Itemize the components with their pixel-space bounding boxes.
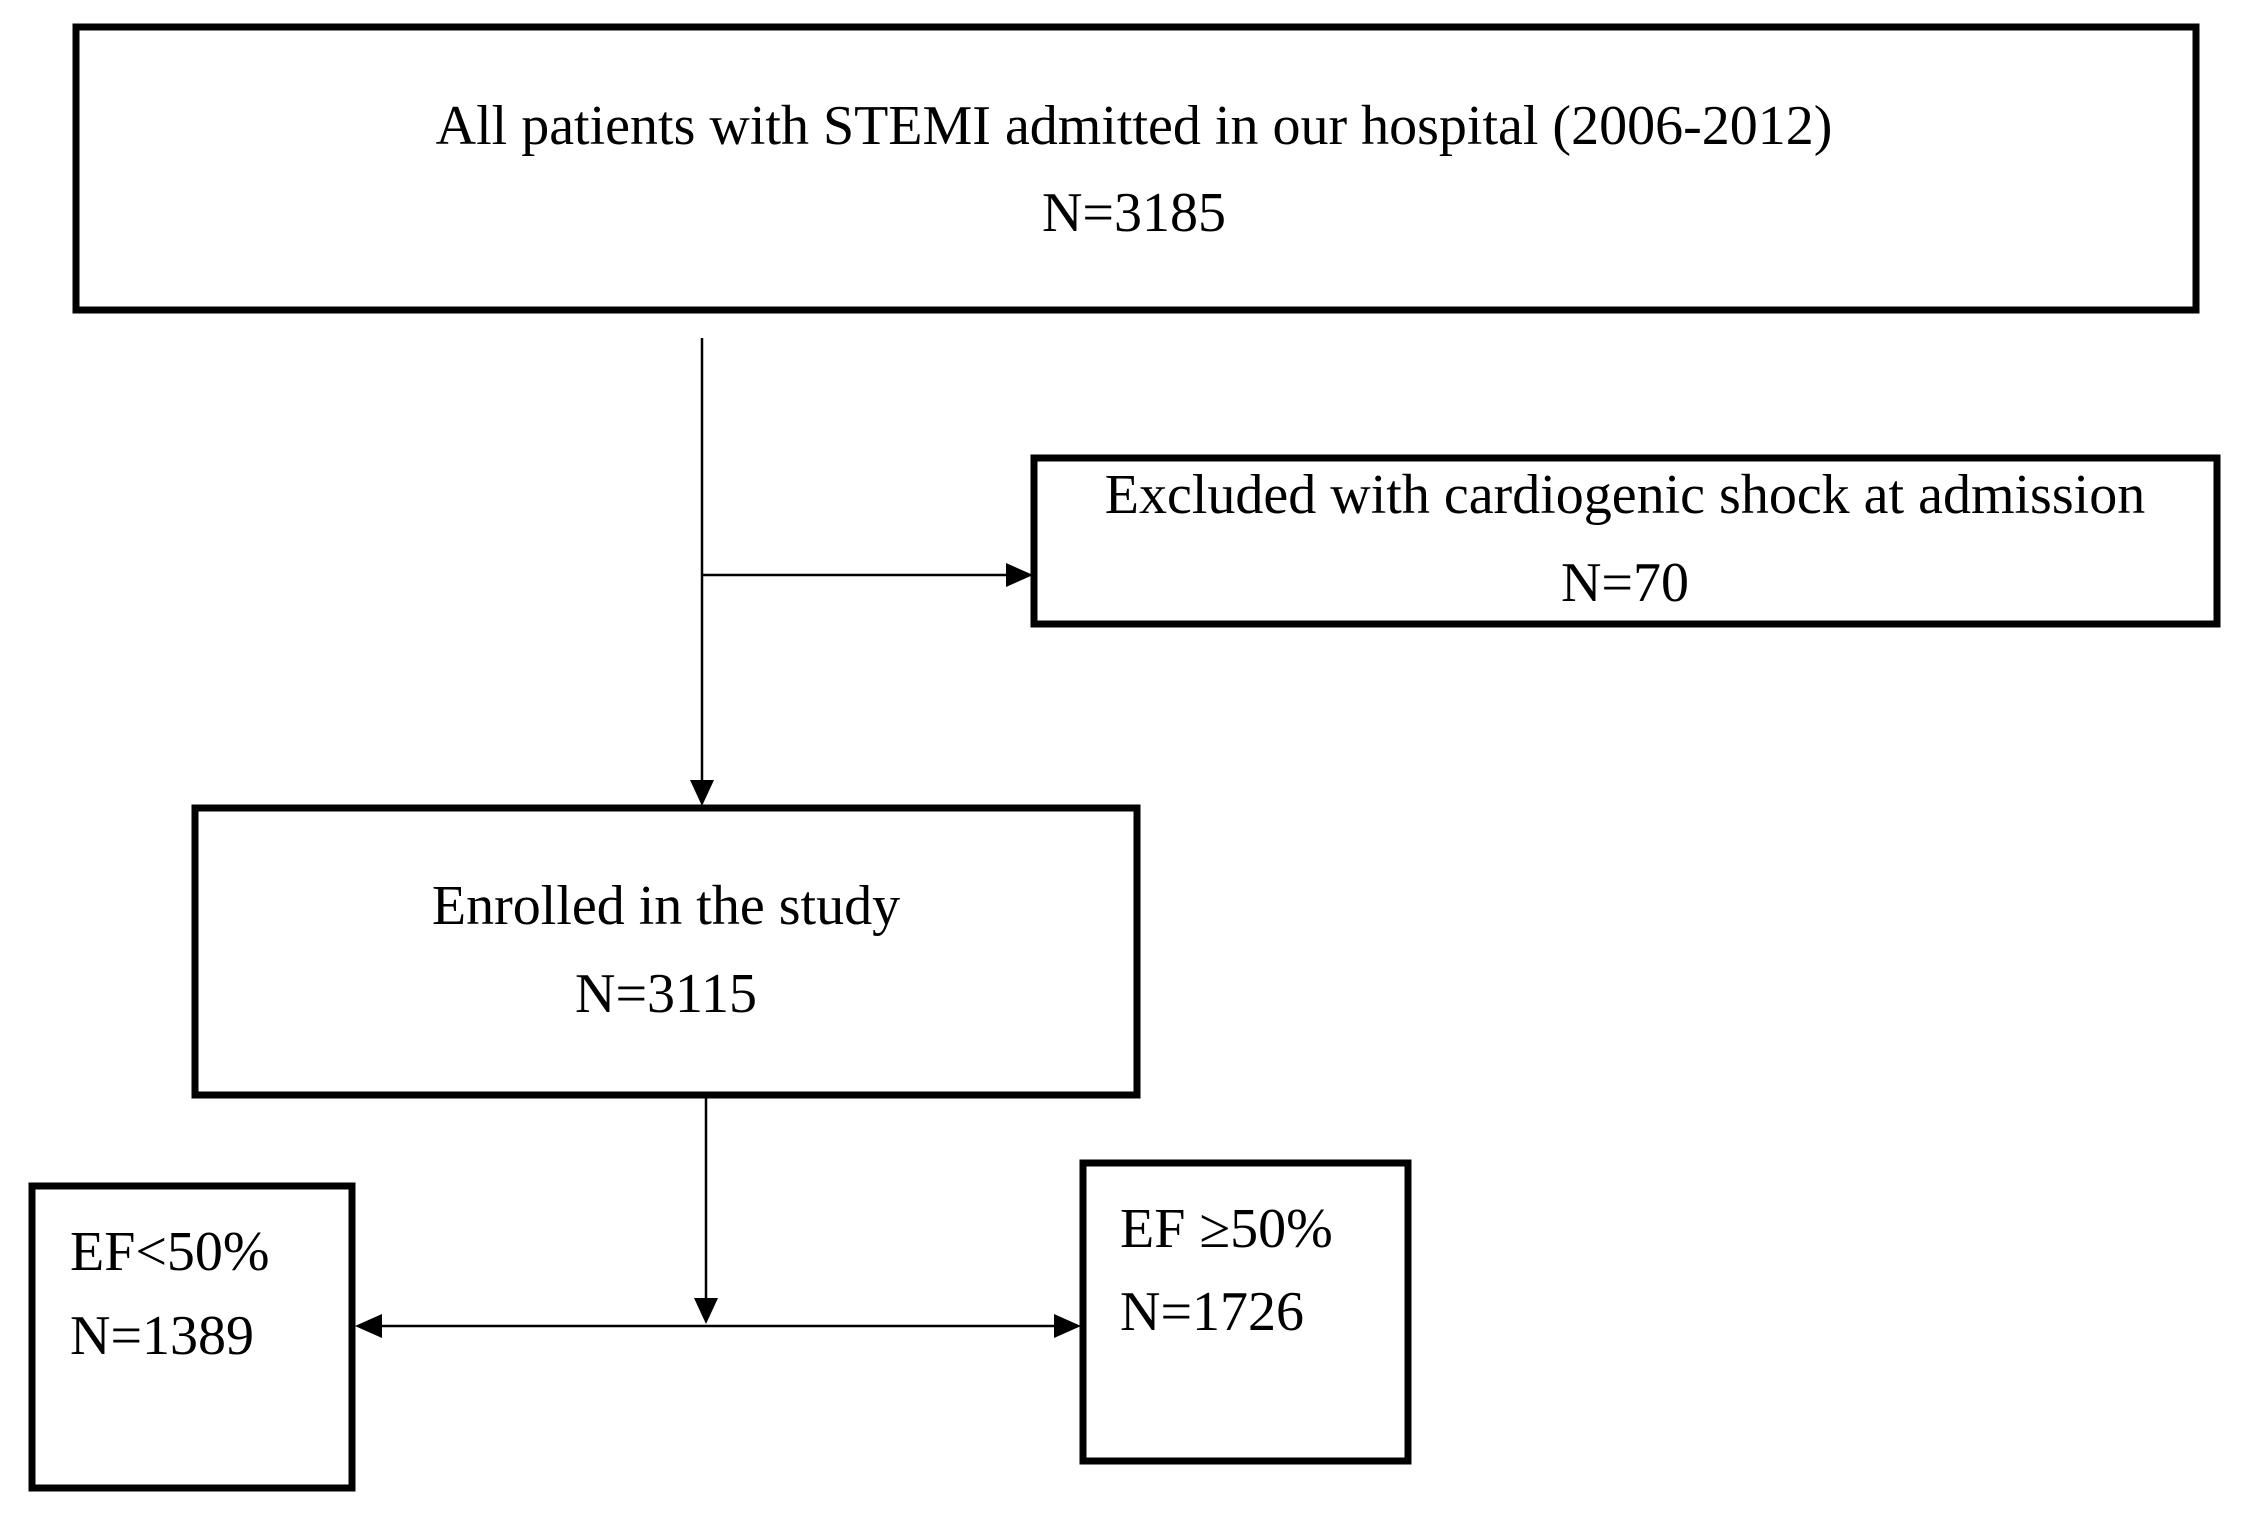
excluded-label: Excluded with cardiogenic shock at admis… — [1105, 464, 2145, 526]
excluded-count: N=70 — [1561, 552, 1689, 614]
ef-low-label: EF<50% — [70, 1221, 270, 1283]
ef-high-box — [1079, 1159, 1412, 1465]
excluded-arrowhead — [1006, 563, 1033, 587]
all-patients-node: All patients with STEMI admitted in our … — [72, 23, 2200, 314]
ef-low-node: EF<50% N=1389 — [28, 1182, 356, 1492]
enrolled-arrowhead — [690, 780, 714, 806]
ef-high-label: EF ≥50% — [1120, 1198, 1333, 1260]
split-arrowhead — [694, 1298, 718, 1324]
enrolled-node: Enrolled in the study N=3115 — [191, 804, 1141, 1099]
excluded-box — [1030, 454, 2221, 628]
enrolled-label: Enrolled in the study — [432, 875, 900, 937]
ef-high-node: EF ≥50% N=1726 — [1079, 1159, 1412, 1465]
all-patients-box — [72, 23, 2200, 314]
all-patients-count: N=3185 — [1042, 182, 1226, 244]
ef-low-count: N=1389 — [70, 1305, 254, 1367]
enrolled-count: N=3115 — [575, 963, 757, 1025]
ef-high-arrowhead — [1054, 1314, 1081, 1338]
ef-low-arrowhead — [355, 1314, 382, 1338]
excluded-node: Excluded with cardiogenic shock at admis… — [1030, 454, 2221, 628]
ef-high-count: N=1726 — [1120, 1281, 1304, 1343]
enrolled-box — [191, 804, 1141, 1099]
all-patients-label: All patients with STEMI admitted in our … — [436, 95, 1833, 157]
ef-low-box — [28, 1182, 356, 1492]
